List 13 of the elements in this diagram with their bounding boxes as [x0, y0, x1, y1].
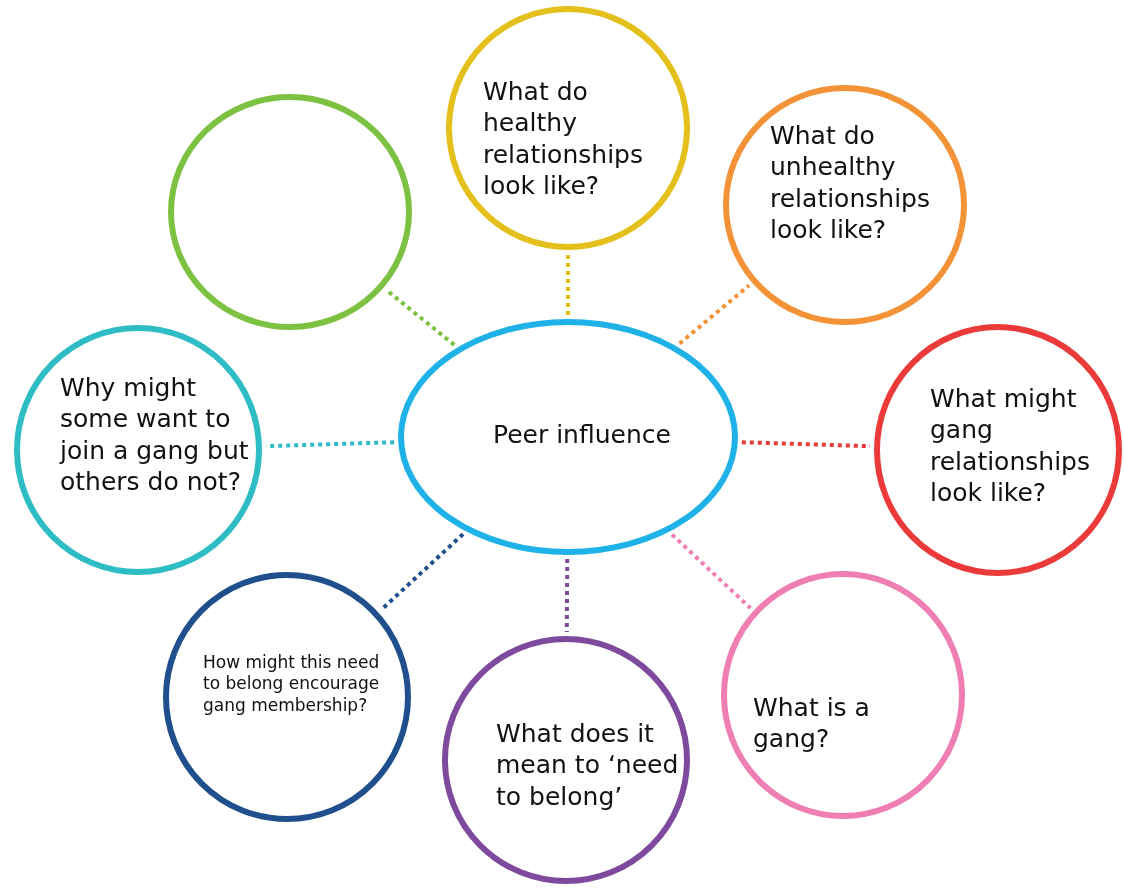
question-text: What do healthy relationships look like? — [483, 76, 644, 201]
question-text: What does it mean to ‘need to belong’ — [496, 718, 680, 812]
dotted-connector — [385, 288, 456, 347]
question-text: What do unhealthy relationships look like? — [770, 120, 931, 245]
dotted-connector — [678, 283, 751, 346]
question-text: What might gang relationships look like? — [930, 383, 1091, 508]
question-text: What is a gang? — [753, 692, 871, 755]
question-text: How might this need to belong encourage gang membership? — [203, 652, 381, 716]
central-topic: Peer influence — [493, 419, 672, 451]
question-text: Why might some want to join a gang but others do not? — [60, 372, 250, 497]
dotted-connector — [670, 533, 752, 610]
dotted-connector — [564, 559, 570, 632]
dotted-connector — [566, 254, 570, 315]
